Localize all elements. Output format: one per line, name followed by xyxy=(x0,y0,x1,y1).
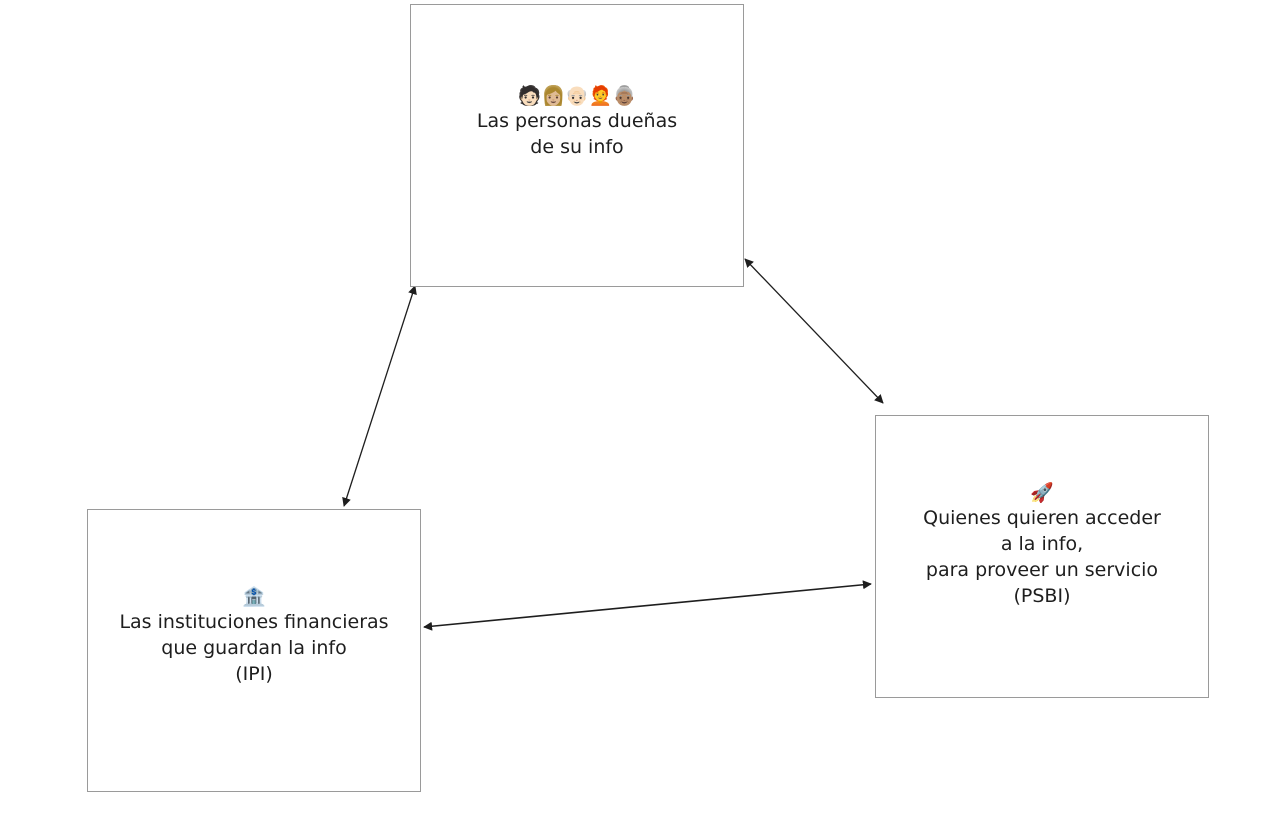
node-psbi-line-4: (PSBI) xyxy=(1013,584,1071,607)
node-psbi-content: 🚀 Quienes quieren acceder a la info, par… xyxy=(923,481,1161,609)
node-psbi[interactable]: 🚀 Quienes quieren acceder a la info, par… xyxy=(875,415,1209,698)
edge-ipi-psbi[interactable] xyxy=(423,580,872,631)
node-ipi-line-3: (IPI) xyxy=(235,662,273,685)
node-personas-line-2: de su info xyxy=(530,135,624,158)
node-personas-line-1: Las personas dueñas xyxy=(476,109,678,132)
rocket-icon: 🚀 xyxy=(1030,481,1054,504)
node-ipi-line-2: que guardan la info xyxy=(161,636,347,659)
bank-icon: 🏦 xyxy=(242,585,266,608)
node-psbi-line-1: Quienes quieren acceder xyxy=(923,506,1161,529)
edge-personas-ipi[interactable] xyxy=(342,285,417,507)
node-personas[interactable]: 🧑🏻👩🏼👴🏻🧑‍🦰👵🏽 Las personas dueñas de su in… xyxy=(410,4,744,287)
node-personas-content: 🧑🏻👩🏼👴🏻🧑‍🦰👵🏽 Las personas dueñas de su in… xyxy=(477,84,677,160)
node-psbi-line-2: a la info, xyxy=(1000,532,1084,555)
node-ipi-content: 🏦 Las instituciones financieras que guar… xyxy=(119,585,388,687)
node-ipi[interactable]: 🏦 Las instituciones financieras que guar… xyxy=(87,509,421,792)
edge-personas-psbi[interactable] xyxy=(744,258,884,404)
people-icon: 🧑🏻👩🏼👴🏻🧑‍🦰👵🏽 xyxy=(517,84,637,107)
node-ipi-line-1: Las instituciones financieras xyxy=(119,610,389,633)
node-psbi-line-3: para proveer un servicio xyxy=(925,558,1159,581)
